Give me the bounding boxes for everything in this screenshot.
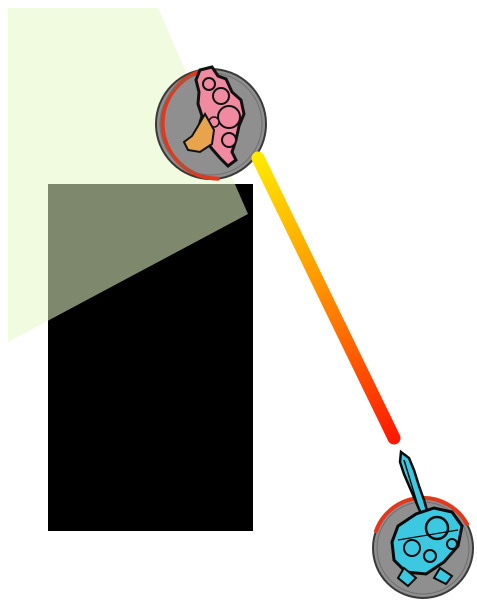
cyan-mech-icon — [390, 449, 464, 588]
enemy-unit[interactable] — [155, 65, 267, 181]
player-unit[interactable] — [372, 449, 474, 599]
pink-creature-icon — [182, 65, 246, 168]
enemy-health-ring — [160, 67, 220, 181]
attack-beam — [251, 151, 401, 445]
